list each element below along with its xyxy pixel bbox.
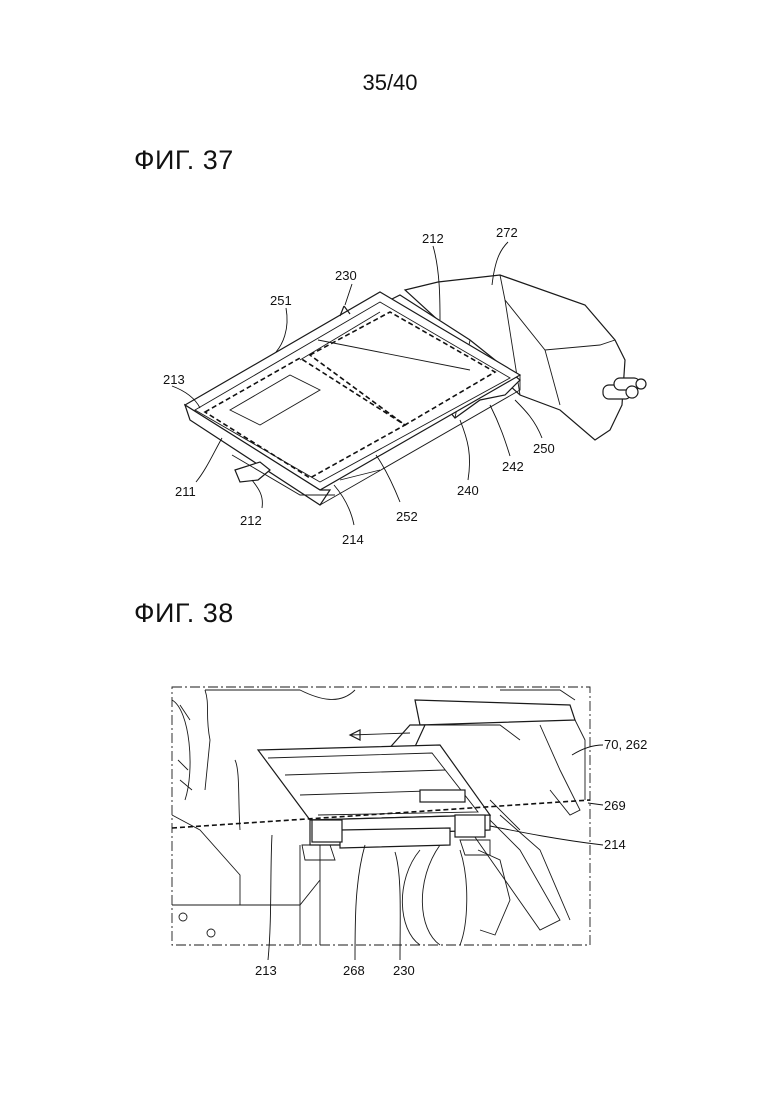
label-213-fig38: 213 bbox=[255, 963, 277, 978]
label-268: 268 bbox=[343, 963, 365, 978]
label-214-fig38: 214 bbox=[604, 837, 626, 852]
label-212-top: 212 bbox=[422, 231, 444, 246]
label-272: 272 bbox=[496, 225, 518, 240]
label-214: 214 bbox=[342, 532, 364, 547]
label-251: 251 bbox=[270, 293, 292, 308]
label-240: 240 bbox=[457, 483, 479, 498]
figure-38-drawing bbox=[172, 687, 603, 960]
label-242: 242 bbox=[502, 459, 524, 474]
label-250: 250 bbox=[533, 441, 555, 456]
label-212-bottom: 212 bbox=[240, 513, 262, 528]
label-230: 230 bbox=[335, 268, 357, 283]
label-230-fig38: 230 bbox=[393, 963, 415, 978]
label-269: 269 bbox=[604, 798, 626, 813]
label-213: 213 bbox=[163, 372, 185, 387]
label-211: 211 bbox=[175, 484, 196, 499]
label-70-262: 70, 262 bbox=[604, 737, 647, 752]
figure-37-drawing bbox=[172, 242, 646, 525]
label-252: 252 bbox=[396, 509, 418, 524]
